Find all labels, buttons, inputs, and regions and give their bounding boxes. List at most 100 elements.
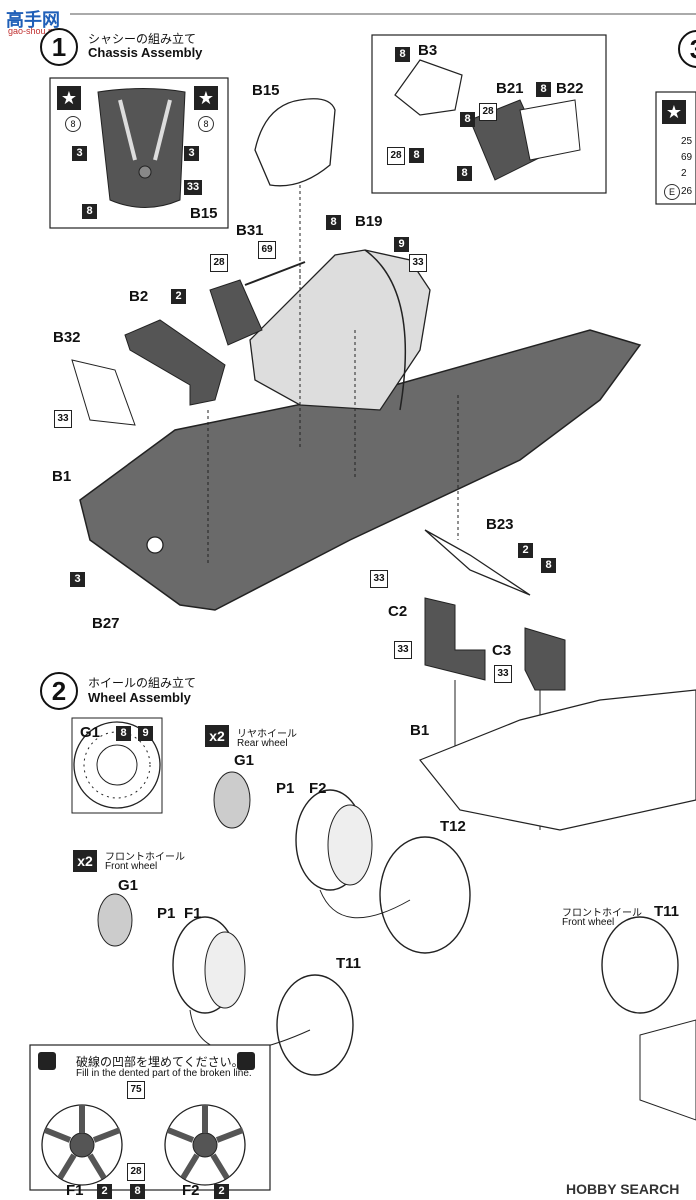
paint-code: 28	[387, 147, 405, 165]
step-1-title-en: Chassis Assembly	[88, 45, 203, 60]
paint-code: 2	[518, 543, 533, 558]
part-label: B15	[190, 205, 218, 222]
step3-partial-code: 2	[681, 168, 687, 179]
rear-wheel-en: Rear wheel	[237, 738, 288, 749]
part-label: B1	[52, 468, 72, 485]
fill-icon	[38, 1052, 56, 1070]
star-icon: ★	[194, 86, 218, 110]
paint-code: 2	[97, 1184, 112, 1199]
step3-partial-code: E	[664, 184, 680, 200]
part-label: G1	[118, 877, 139, 894]
paint-code: 2	[171, 289, 186, 304]
paint-code: 8	[65, 116, 81, 132]
paint-code: 8	[198, 116, 214, 132]
paint-code: 9	[138, 726, 153, 741]
watermark-sub: gao-shou.net	[8, 26, 61, 36]
part-label: C2	[388, 603, 408, 620]
part-label: F2	[309, 780, 327, 797]
part-label: B19	[355, 213, 383, 230]
part-b23	[424, 529, 531, 596]
hobby-search-logo: HOBBY SEARCH	[566, 1181, 680, 1197]
paint-code: 28	[210, 254, 228, 272]
step-2-title-jp: ホイールの組み立て	[88, 676, 197, 690]
part-c2	[424, 597, 486, 681]
front-wheel-en: Front wheel	[105, 861, 158, 872]
paint-code: 8	[536, 82, 551, 97]
front-wheel-en: Front wheel	[562, 917, 615, 928]
paint-code: 8	[82, 204, 97, 219]
paint-code: 33	[394, 641, 412, 659]
part-label: B27	[92, 615, 120, 632]
tyre-t11	[276, 974, 354, 1076]
paint-code: 8	[395, 47, 410, 62]
fill-icon	[237, 1052, 255, 1070]
part-label: C3	[492, 642, 512, 659]
watermark-logo: 高手网	[6, 10, 60, 30]
part-label: T12	[440, 818, 466, 835]
quantity-x2-badge: x2	[73, 850, 97, 872]
part-label: B3	[418, 42, 438, 59]
paint-code: 33	[494, 665, 512, 683]
part-label: T11	[336, 955, 362, 972]
paint-code: 8	[541, 558, 556, 573]
paint-code: 8	[326, 215, 341, 230]
part-label: G1	[80, 724, 101, 741]
part-label: B15	[252, 82, 280, 99]
seat-back-shape	[97, 88, 186, 208]
step-2-number: 2	[40, 672, 78, 710]
paint-code: 75	[127, 1081, 145, 1099]
paint-code: 69	[258, 241, 276, 259]
note-en: Fill in the dented part of the broken li…	[76, 1068, 252, 1079]
seat-b15	[254, 98, 336, 187]
paint-code: 33	[184, 180, 202, 195]
part-c3	[524, 627, 566, 691]
paint-code: 9	[394, 237, 409, 252]
step-1-title-jp: シャシーの組み立て	[88, 32, 197, 46]
paint-code: 3	[70, 572, 85, 587]
quantity-x2-badge: x2	[205, 725, 229, 747]
step3-partial-code: 26	[681, 186, 693, 197]
paint-code: 33	[370, 570, 388, 588]
part-label: T11	[654, 903, 680, 920]
part-b2	[124, 319, 226, 406]
tyre-t12	[379, 836, 471, 954]
rear-wheel-jp: リヤホイール	[237, 729, 297, 740]
paint-code: 28	[127, 1163, 145, 1181]
paint-code: 8	[457, 166, 472, 181]
step3-partial-code: 25	[681, 136, 693, 147]
paint-code: 8	[116, 726, 131, 741]
part-label: P1	[157, 905, 176, 922]
part-label: F1	[66, 1182, 84, 1199]
bulkhead-b19	[249, 249, 431, 411]
step3-partial-code: 69	[681, 152, 693, 163]
step-1-number: 1	[40, 28, 78, 66]
star-icon: ★	[57, 86, 81, 110]
front-wheel-jp: フロントホイール	[105, 852, 185, 863]
part-label: P1	[276, 780, 295, 797]
paint-code: 33	[54, 410, 72, 428]
part-label: B22	[556, 80, 584, 97]
part-label: B23	[486, 516, 514, 533]
part-label: B31	[236, 222, 264, 239]
paint-code: 2	[214, 1184, 229, 1199]
paint-code: 8	[409, 148, 424, 163]
front-wheel-jp: フロントホイール	[562, 908, 642, 919]
part-label: B2	[129, 288, 149, 305]
step-2-title-en: Wheel Assembly	[88, 690, 191, 705]
part-label: B21	[496, 80, 524, 97]
part-label: B1	[410, 722, 430, 739]
part-label: G1	[234, 752, 255, 769]
paint-code: 8	[460, 112, 475, 127]
paint-code: 8	[130, 1184, 145, 1199]
note-jp: 破線の凹部を埋めてください。	[76, 1055, 244, 1069]
star-icon: ★	[662, 100, 686, 124]
part-label: F1	[184, 905, 202, 922]
paint-code: 28	[479, 103, 497, 121]
paint-code: 3	[72, 146, 87, 161]
part-label: B32	[53, 329, 81, 346]
paint-code: 33	[409, 254, 427, 272]
paint-code: 3	[184, 146, 199, 161]
part-label: F2	[182, 1182, 200, 1199]
